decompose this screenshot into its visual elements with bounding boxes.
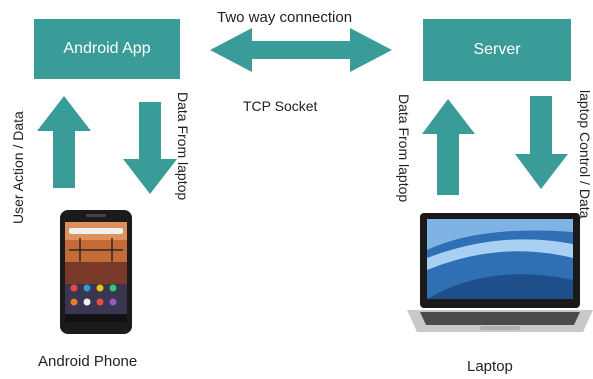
server-box: Server: [423, 19, 571, 81]
two-way-connection-label: Two way connection: [217, 9, 353, 26]
data-from-laptop-left-label: Data From laptop: [175, 92, 191, 201]
server-label: Server: [473, 41, 521, 58]
data-from-laptop-left-arrow: [123, 102, 177, 194]
user-action-arrow: [37, 96, 91, 188]
android-app-label: Android App: [63, 40, 151, 57]
two-way-arrow: [210, 28, 392, 72]
laptop-caption: Laptop: [467, 358, 513, 375]
data-from-laptop-right-label: Data From laptop: [396, 94, 412, 203]
data-from-laptop-right-arrow: [422, 99, 475, 195]
tcp-socket-label: TCP Socket: [243, 98, 318, 114]
android-phone-caption: Android Phone: [38, 353, 138, 370]
android-app-box: Android App: [34, 19, 180, 79]
laptop-control-arrow: [515, 96, 568, 189]
android-phone-illustration: [60, 210, 132, 334]
laptop-illustration: [407, 213, 593, 332]
laptop-control-label: laptop Control / Data: [577, 90, 593, 219]
